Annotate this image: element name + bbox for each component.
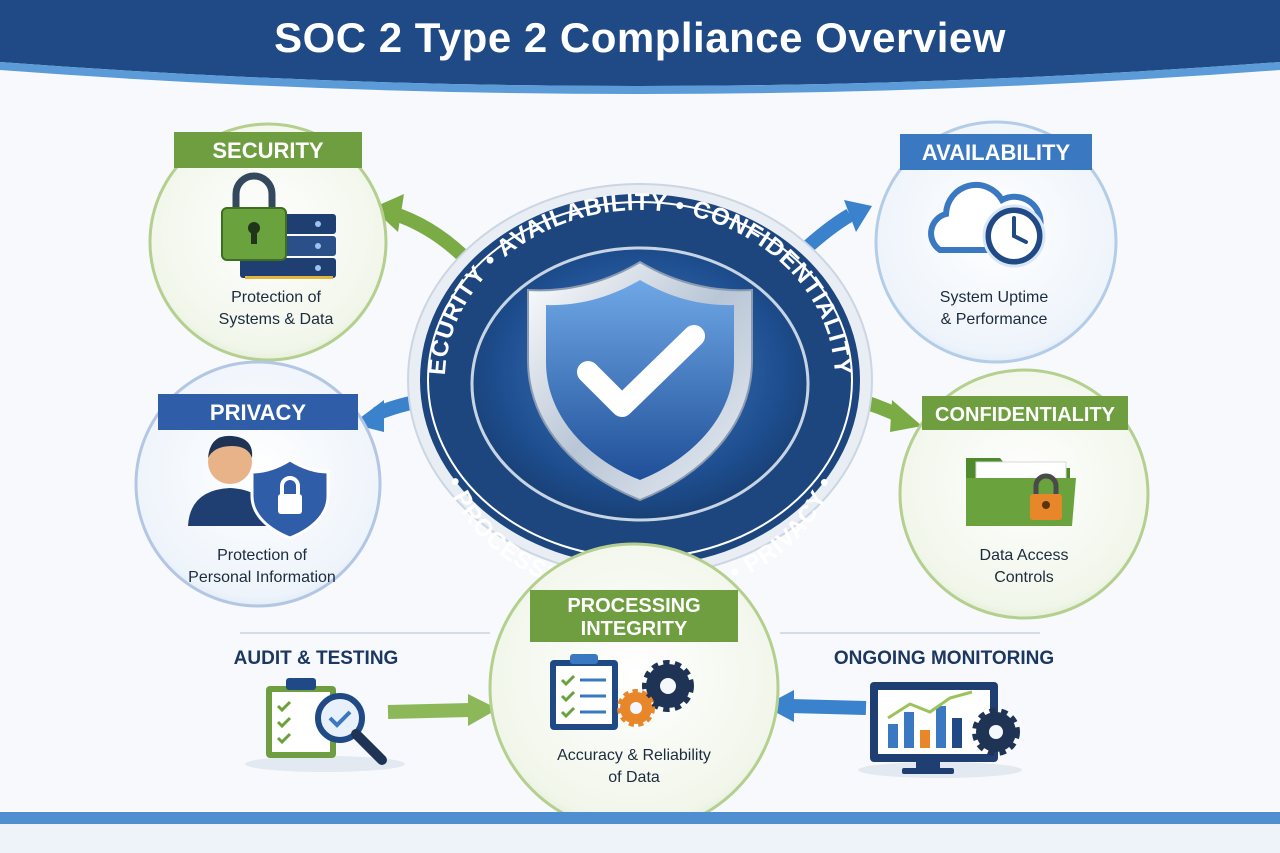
security-line2: Systems & Data (219, 311, 334, 328)
availability-heading: AVAILABILITY (922, 140, 1071, 165)
checklist-gears-icon (550, 654, 694, 730)
availability-card (874, 120, 1118, 364)
confidentiality-line1: Data Access (980, 547, 1069, 564)
confidentiality-card (898, 368, 1150, 620)
processing-integrity-card (488, 542, 780, 834)
title-banner (0, 0, 1280, 94)
monitor-chart-icon (858, 682, 1022, 778)
availability-line1: System Uptime (940, 289, 1049, 306)
integrity-line2: of Data (608, 769, 660, 786)
integrity-heading-line2: INTEGRITY (581, 618, 688, 640)
security-heading: SECURITY (212, 138, 324, 163)
checklist-magnifier-icon (245, 678, 405, 772)
privacy-card (134, 360, 382, 608)
confidentiality-heading: CONFIDENTIALITY (935, 404, 1116, 426)
availability-line2: & Performance (941, 311, 1048, 328)
arrow-audit-to-integrity (387, 694, 498, 726)
integrity-line1: Accuracy & Reliability (557, 747, 711, 764)
ongoing-monitoring-label: ONGOING MONITORING (834, 648, 1054, 669)
footer-bar (0, 812, 1280, 824)
footer-band (0, 824, 1280, 853)
confidentiality-line2: Controls (994, 569, 1054, 586)
padlock-server-icon (221, 172, 336, 279)
arrow-to-availability (797, 200, 872, 258)
audit-testing-label: AUDIT & TESTING (234, 648, 399, 669)
arrow-monitoring-to-integrity (764, 690, 867, 722)
privacy-line2: Personal Information (188, 569, 336, 586)
person-shield-icon (188, 435, 330, 540)
privacy-heading: PRIVACY (210, 400, 306, 425)
security-card (148, 122, 388, 362)
privacy-line1: Protection of (217, 547, 307, 564)
arrow-to-security (372, 194, 467, 261)
cloud-clock-icon (928, 181, 1046, 268)
security-line1: Protection of (231, 289, 321, 306)
shield-check-icon (527, 260, 753, 502)
integrity-heading-line1: PROCESSING (567, 595, 700, 617)
center-emblem (407, 183, 873, 577)
folder-lock-icon (966, 458, 1076, 526)
page-title: SOC 2 Type 2 Compliance Overview (274, 14, 1006, 61)
